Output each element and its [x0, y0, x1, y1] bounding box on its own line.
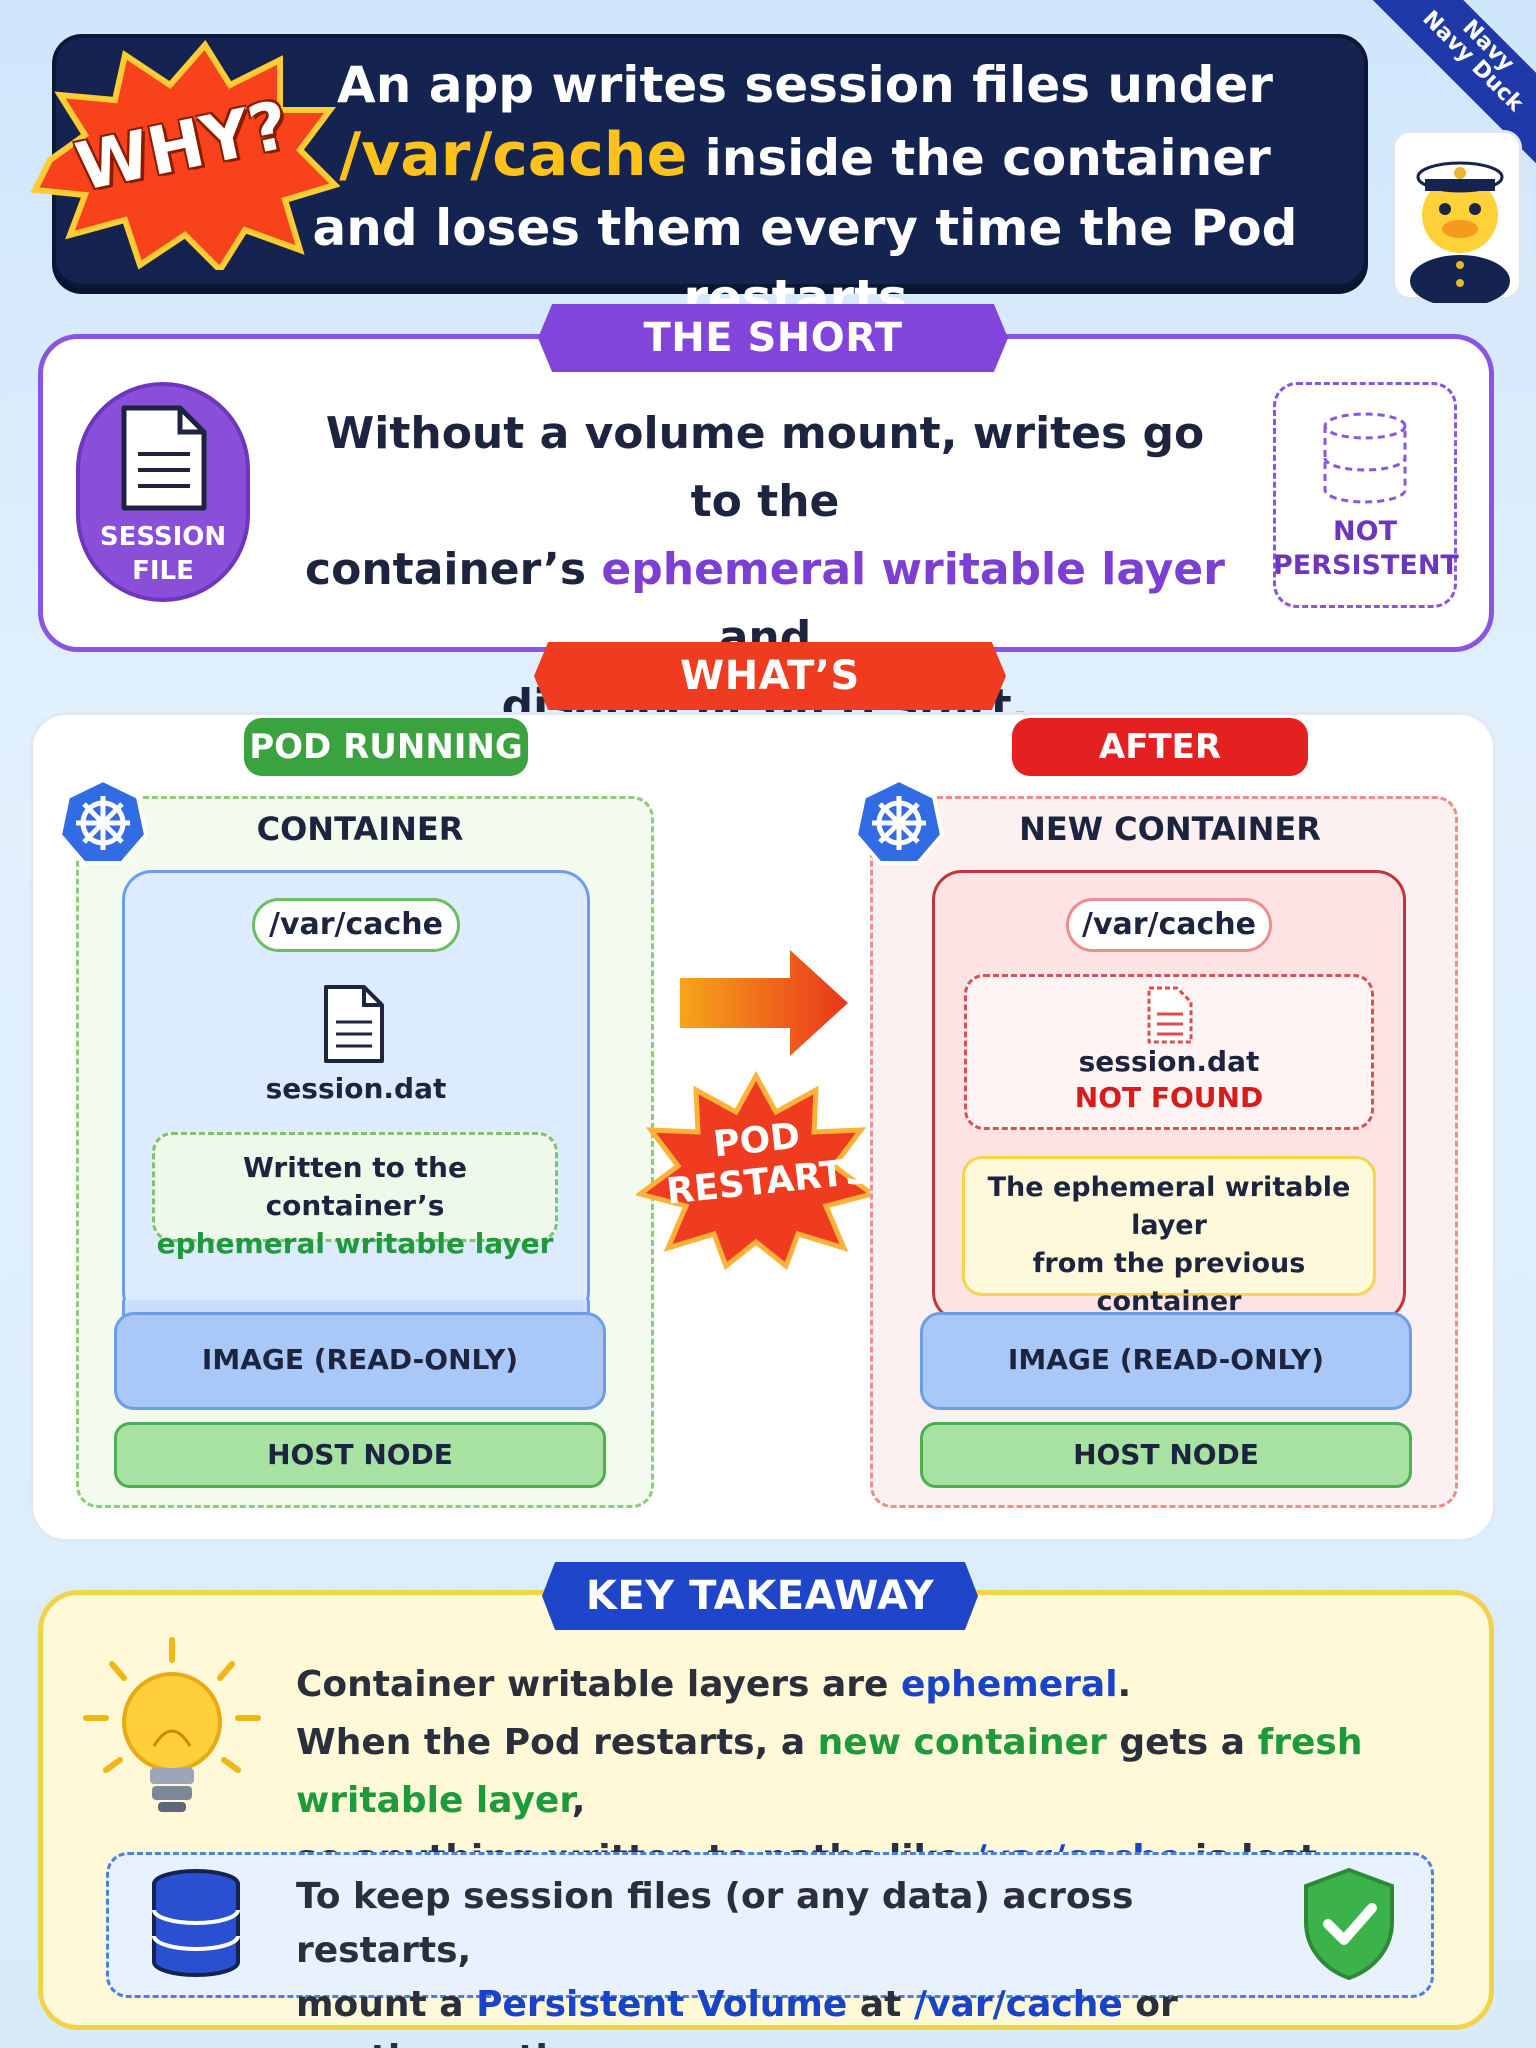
t2c: gets a — [1106, 1722, 1258, 1763]
var-cache-path-left: /var/cache — [252, 898, 460, 952]
session-file-icon — [324, 985, 384, 1063]
session-dat-label-left: session.dat — [265, 1072, 447, 1105]
not-persistent-line-2: PERSISTENT — [1273, 550, 1459, 581]
pod-restarts-burst-icon — [636, 1070, 876, 1270]
k2e: or another path. — [296, 1984, 1178, 2048]
t1c: . — [1117, 1664, 1132, 1705]
restart-arrow-icon — [680, 950, 848, 1056]
why-burst-icon — [30, 40, 340, 270]
session-file-label: SESSION FILE — [76, 520, 250, 588]
t1b: ephemeral — [901, 1664, 1118, 1705]
answer-line-1: Without a volume mount, writes go to the — [325, 408, 1205, 527]
k2b: Persistent Volume — [476, 1984, 848, 2025]
not-persistent-label: NOT PERSISTENT — [1273, 515, 1459, 583]
takeaway-line-1: Container writable layers are ephemeral. — [296, 1656, 1436, 1714]
t2d: fresh writable layer — [296, 1722, 1363, 1821]
k2d: /var/cache — [913, 1984, 1123, 2025]
database-icon — [152, 1869, 240, 1977]
k2c: at — [847, 1984, 914, 2025]
pod-running-pill: POD RUNNING — [244, 718, 528, 776]
new-container-title: NEW CONTAINER — [1019, 810, 1321, 848]
whats-happening-title: WHAT’S HAPPENING? — [534, 642, 1006, 710]
header-line-1: An app writes session files under — [337, 56, 1273, 114]
missing-file-icon — [1147, 986, 1193, 1044]
writable-layer-note: Written to the container’s ephemeral wri… — [152, 1132, 558, 1260]
t1a: Container writable layers are — [296, 1664, 901, 1705]
t2a: When the Pod restarts, a — [296, 1722, 818, 1763]
keep-line-1: To keep session files (or any data) acro… — [296, 1876, 1134, 1971]
var-cache-path-right: /var/cache — [1066, 898, 1272, 952]
header-line-2-rest: inside the container — [687, 129, 1271, 187]
not-persistent-badge — [1273, 382, 1457, 608]
after-restart-pill: AFTER RESTART — [1012, 718, 1308, 825]
container-title: CONTAINER — [256, 810, 464, 848]
persistent-volume-text: To keep session files (or any data) acro… — [296, 1870, 1296, 2048]
session-label-line-1: SESSION — [99, 522, 227, 552]
k2a: mount a — [296, 1984, 477, 2025]
session-dat-label-right: session.dat — [1078, 1045, 1260, 1078]
answer-line-2a: container’s — [305, 544, 602, 595]
t2e: , — [571, 1780, 586, 1821]
duck-icon — [1410, 161, 1510, 307]
gone-note-line-1: The ephemeral writable layer — [987, 1172, 1351, 1241]
session-label-line-2: FILE — [132, 556, 194, 586]
kubernetes-icon — [58, 777, 148, 865]
missing-file-label: session.dat NOT FOUND — [1004, 1044, 1334, 1116]
not-persistent-line-1: NOT — [1333, 516, 1397, 547]
not-found-label: NOT FOUND — [1074, 1081, 1264, 1114]
persistent-volume-tip — [106, 1852, 1434, 1998]
note-line-1: Written to the container’s — [243, 1151, 467, 1222]
image-layer-right: IMAGE (READ-ONLY) — [920, 1312, 1412, 1410]
short-answer-title: THE SHORT ANSWER — [538, 304, 1008, 372]
document-icon — [121, 405, 207, 511]
answer-highlight: ephemeral writable layer — [601, 544, 1225, 595]
header-question: An app writes session files under /var/c… — [240, 50, 1370, 333]
kubernetes-icon-right — [854, 777, 944, 865]
header-line-2: /var/cache inside the container — [240, 120, 1370, 193]
takeaway-line-2: When the Pod restarts, a new container g… — [296, 1714, 1436, 1830]
shield-check-icon — [1304, 1867, 1394, 1981]
host-node-right: HOST NODE — [920, 1422, 1412, 1488]
database-dashed-icon — [1323, 412, 1407, 504]
note-line-2: ephemeral writable layer — [156, 1227, 554, 1260]
header-path: /var/cache — [339, 120, 688, 190]
t2b: new container — [817, 1722, 1107, 1763]
gone-note-line-2: from the previous container — [1032, 1248, 1306, 1317]
image-layer-left: IMAGE (READ-ONLY) — [114, 1312, 606, 1410]
navy-duck-mascot — [1392, 130, 1522, 307]
host-node-left: HOST NODE — [114, 1422, 606, 1488]
key-takeaway-title: KEY TAKEAWAY — [542, 1562, 978, 1630]
keep-line-2: mount a Persistent Volume at /var/cache … — [296, 1978, 1296, 2048]
layer-gone-note: The ephemeral writable layer from the pr… — [962, 1156, 1376, 1355]
lightbulb-icon — [83, 1637, 261, 1812]
